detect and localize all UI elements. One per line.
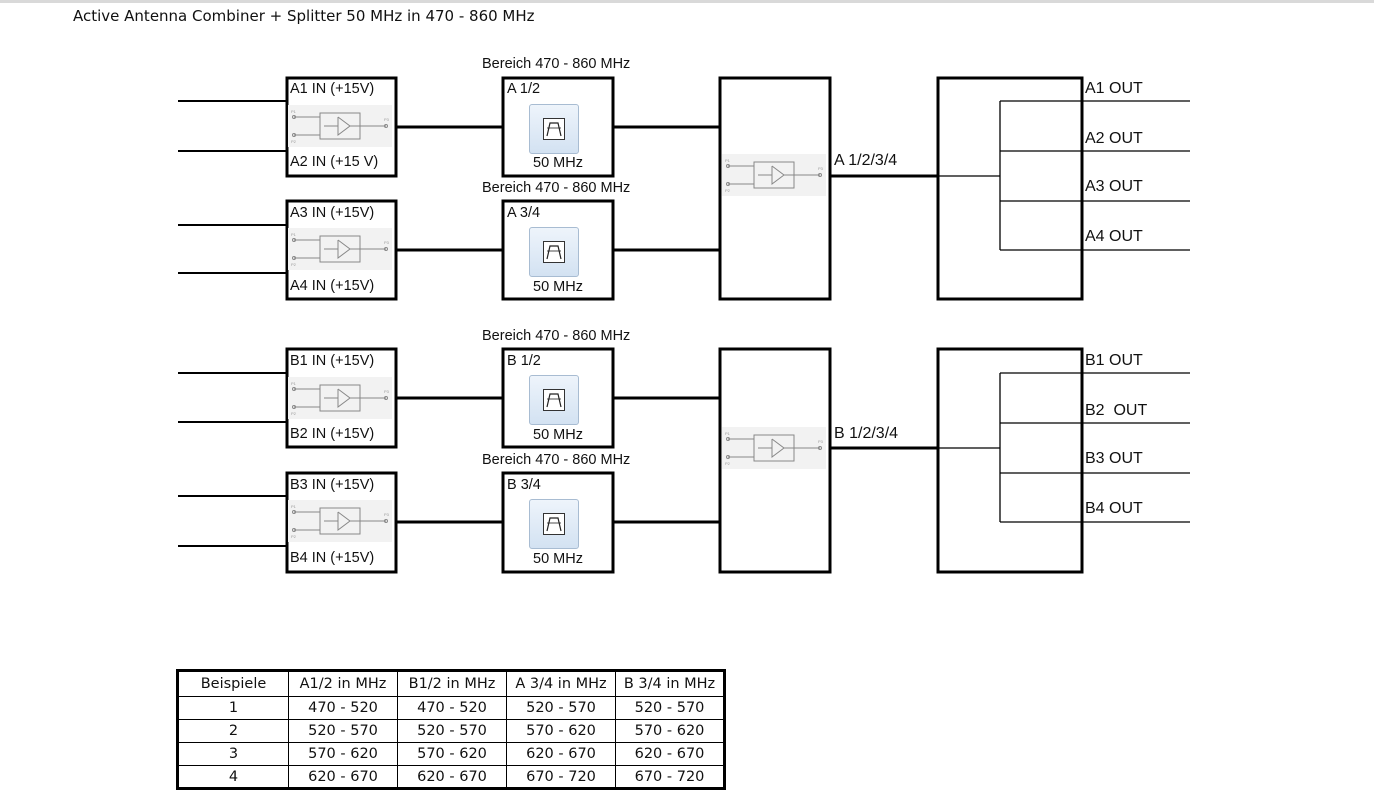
combiner-a12-bottom-label: A2 IN (+15 V) (290, 154, 379, 170)
splitter-a-output-3: A3 OUT (1085, 178, 1143, 195)
combiner-icon (287, 227, 393, 271)
table-cell: 620 - 670 (615, 742, 725, 766)
combiner-icon (287, 499, 393, 543)
combiner-b34-bottom-label: B4 IN (+15V) (290, 550, 375, 566)
splitter-b-output-4: B4 OUT (1085, 500, 1143, 517)
page-top-rule (0, 0, 1374, 3)
splitter-box-b (936, 347, 1084, 574)
filter-b12-bandwidth: 50 MHz (533, 427, 583, 443)
bandpass-filter-icon (529, 104, 579, 154)
table-cell: 570 - 620 (397, 742, 507, 766)
table-cell: 520 - 570 (397, 719, 507, 743)
filter-a12-range-label: Bereich 470 - 860 MHz (482, 56, 631, 72)
input-lines-b (178, 372, 287, 547)
splitter-wiring-a (938, 100, 1190, 251)
combiner-b12-top-label: B1 IN (+15V) (290, 353, 375, 369)
splitter-a-output-1: A1 OUT (1085, 80, 1143, 97)
table-cell: 670 - 720 (615, 765, 725, 789)
table-header-row: Beispiele A1/2 in MHz B1/2 in MHz A 3/4 … (177, 670, 725, 697)
table-cell: 520 - 570 (506, 696, 616, 720)
table-row: 4 620 - 670 620 - 670 670 - 720 670 - 72… (177, 765, 725, 789)
splitter-a-output-2: A2 OUT (1085, 130, 1143, 147)
examples-table: Beispiele A1/2 in MHz B1/2 in MHz A 3/4 … (176, 669, 726, 790)
table-header-cell: B1/2 in MHz (397, 670, 507, 697)
table-cell: 620 - 670 (288, 765, 398, 789)
combiner-icon (287, 376, 393, 420)
table-header-cell: Beispiele (177, 670, 289, 697)
splitter-box-a (936, 76, 1084, 301)
table-cell: 4 (177, 765, 289, 789)
table-cell: 620 - 670 (397, 765, 507, 789)
table-cell: 470 - 520 (397, 696, 507, 720)
table-cell: 1 (177, 696, 289, 720)
filter-a34-bandwidth: 50 MHz (533, 279, 583, 295)
table-cell: 570 - 620 (288, 742, 398, 766)
filter-a12-bandwidth: 50 MHz (533, 155, 583, 171)
filter-b34-bandwidth: 50 MHz (533, 551, 583, 567)
combiner-a34-bottom-label: A4 IN (+15V) (290, 278, 375, 294)
filter-a12-name: A 1/2 (507, 81, 541, 97)
filter-b34-name: B 3/4 (507, 477, 541, 493)
input-lines-a (178, 100, 287, 274)
table-row: 3 570 - 620 570 - 620 620 - 670 620 - 67… (177, 742, 725, 766)
combiner-a12-top-label: A1 IN (+15V) (290, 81, 375, 97)
table-cell: 520 - 570 (615, 696, 725, 720)
table-header-cell: A1/2 in MHz (288, 670, 398, 697)
table-row: 1 470 - 520 470 - 520 520 - 570 520 - 57… (177, 696, 725, 720)
filter-a34-name: A 3/4 (507, 205, 541, 221)
splitter-b-output-1: B1 OUT (1085, 352, 1143, 369)
table-header-cell: B 3/4 in MHz (615, 670, 725, 697)
filter-b34-range-label: Bereich 470 - 860 MHz (482, 452, 631, 468)
table-cell: 570 - 620 (615, 719, 725, 743)
combiner-icon (721, 426, 827, 470)
table-cell: 470 - 520 (288, 696, 398, 720)
table-row: 2 520 - 570 520 - 570 570 - 620 570 - 62… (177, 719, 725, 743)
table-cell: 520 - 570 (288, 719, 398, 743)
filter-b12-name: B 1/2 (507, 353, 541, 369)
table-cell: 3 (177, 742, 289, 766)
table-cell: 570 - 620 (506, 719, 616, 743)
filter-b12-range-label: Bereich 470 - 860 MHz (482, 328, 631, 344)
combiner-b12-bottom-label: B2 IN (+15V) (290, 426, 375, 442)
table-cell: 670 - 720 (506, 765, 616, 789)
main-combiner-box-b (718, 347, 832, 574)
combiner-a34-top-label: A3 IN (+15V) (290, 205, 375, 221)
bandpass-filter-icon (529, 499, 579, 549)
splitter-b-output-2: B2 OUT (1085, 402, 1148, 419)
bandpass-filter-icon (529, 375, 579, 425)
splitter-b-output-3: B3 OUT (1085, 450, 1143, 467)
page-title: Active Antenna Combiner + Splitter 50 MH… (73, 7, 535, 25)
table-cell: 620 - 670 (506, 742, 616, 766)
combiner-b34-top-label: B3 IN (+15V) (290, 477, 375, 493)
splitter-a-output-4: A4 OUT (1085, 228, 1143, 245)
table-header-cell: A 3/4 in MHz (506, 670, 616, 697)
main-combiner-b-label: B 1/2/3/4 (834, 425, 899, 442)
combiner-icon (287, 104, 393, 148)
table-cell: 2 (177, 719, 289, 743)
main-combiner-a-label: A 1/2/3/4 (834, 152, 898, 169)
bandpass-filter-icon (529, 227, 579, 277)
splitter-wiring-b (938, 372, 1190, 523)
main-combiner-box-a (718, 76, 832, 301)
combiner-icon (721, 153, 827, 197)
filter-a34-range-label: Bereich 470 - 860 MHz (482, 180, 631, 196)
